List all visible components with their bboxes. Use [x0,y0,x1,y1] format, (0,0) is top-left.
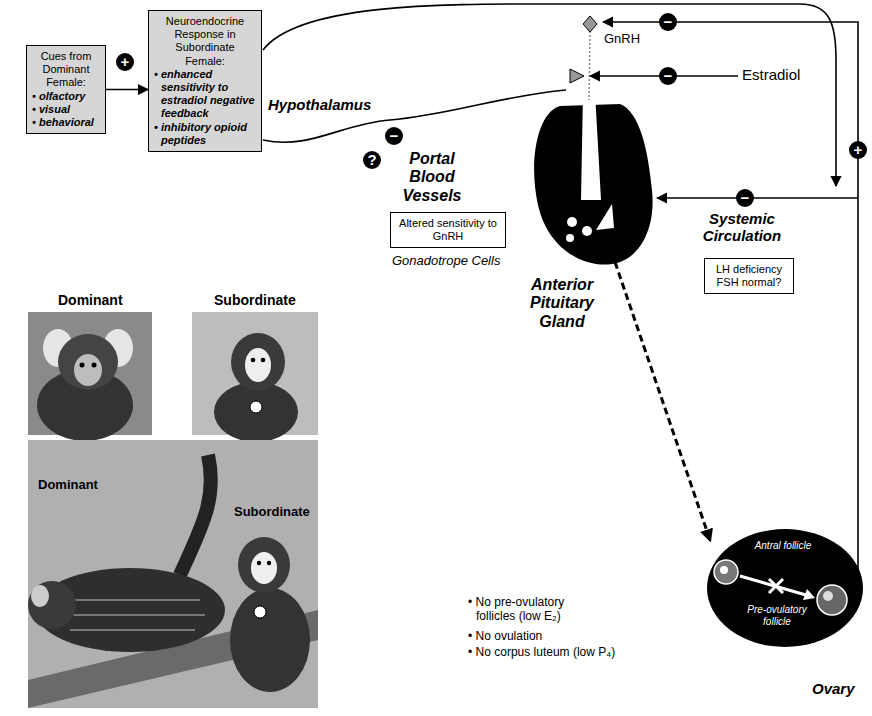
text-label: • No pre-ovulatory follicles (low E₂) [468,596,606,624]
text-label: Ovary [812,680,855,697]
text-label: Hypothalamus [268,96,371,113]
photo-subordinate [231,333,285,391]
gnrh-neurons [570,69,584,83]
oocyte [823,591,833,601]
cue-box: Cues from Dominant Female:• olfactory• v… [26,45,106,134]
sign-circle: − [736,189,754,207]
box-text: • olfactory [32,90,100,103]
photo-pair [238,537,290,593]
text-label: Anterior Pituitary Gland [518,276,606,331]
text-label: Dominant [58,292,123,308]
blocked-arrow [803,589,815,600]
photo-subordinate [214,382,298,442]
ovary-body [707,529,863,647]
text-label: GnRH [604,32,640,47]
gnrh-neurons [589,31,590,100]
feedback-lines [263,4,836,186]
pituitary-gland [566,234,574,242]
preovulatory-follicle [817,585,847,615]
sign-circle: − [385,127,403,145]
photo-pair [251,552,277,584]
photo-dominant [80,363,85,368]
pituitary-gland [582,226,592,236]
box-text: • enhanced sensitivity to estradiol nega… [154,68,256,121]
response-box: Neuroendocrine Response in Subordinate F… [148,10,262,152]
feedback-lines [603,22,858,572]
text-label: Estradiol [742,66,800,83]
pituitary-gland [567,217,577,227]
text-label: Portal Blood Vessels [396,150,468,205]
feedback-lines [263,90,566,142]
sign-circle: + [849,141,867,159]
photo-pair [28,581,76,629]
photo-dominant [74,354,102,386]
photo-subordinate [245,348,271,382]
photo-pair [180,455,211,575]
ovary-shape: Antral folliclePre-ovulatory follicle [706,528,864,648]
photo-pair [60,600,205,630]
sign-circle: − [659,13,677,31]
sign-circle: ? [363,151,381,169]
note-box: Altered sensitivity to GnRH [390,212,506,248]
feedback-lines [657,197,858,199]
antral-follicle [714,560,738,584]
oocyte [720,566,728,574]
photo-pair [28,440,318,708]
text-label: Dominant [36,478,100,493]
photo-subordinate [250,401,262,413]
photo-pair [28,440,318,708]
sign-circle: − [659,67,677,85]
pituitary-gland [581,92,601,200]
pituitary-gland [534,92,652,265]
photo-subordinate [251,358,256,363]
box-text: Pre-ovulatory follicle [744,604,810,627]
photo-dominant [28,312,152,441]
photo-pair [254,606,266,618]
text-label: Gonadotrope Cells [392,254,500,269]
photo-dominant [58,334,118,390]
text-label: Systemic Circulation [694,210,790,245]
photo-pair [257,561,261,565]
feedback-lines [263,4,858,572]
photo-pair [230,588,310,692]
box-text: Altered sensitivity to GnRH [396,217,500,243]
text-label: Subordinate [232,505,312,520]
box-heading: Cues from Dominant Female: [32,50,100,90]
feedback-lines [615,262,710,540]
connector-arrow [106,89,148,91]
pituitary-gland [596,204,614,230]
photo-pair [31,585,49,607]
photo-pair [267,561,271,565]
photo-subordinate [261,358,266,363]
text-label: Subordinate [214,292,296,308]
block-cross [769,579,783,593]
gnrh-neurons [583,16,597,32]
box-text: • visual [32,103,100,116]
box-text: • inhibitory opioid peptides [154,121,256,147]
box-text: LH deficiency FSH normal? [710,263,788,289]
gnrh-neurons [570,16,597,100]
note-box: LH deficiency FSH normal? [704,258,794,294]
sign-circle: + [116,53,134,71]
photo-dominant [92,363,97,368]
box-text: Antral follicle [746,540,820,552]
text-label: • No corpus luteum (low P₄) [468,646,615,660]
text-label: • No ovulation [468,630,542,644]
box-heading: Neuroendocrine Response in Subordinate F… [154,15,256,68]
box-text: • behavioral [32,116,100,129]
photo-subordinate [192,312,318,442]
blocked-arrow [740,576,806,595]
